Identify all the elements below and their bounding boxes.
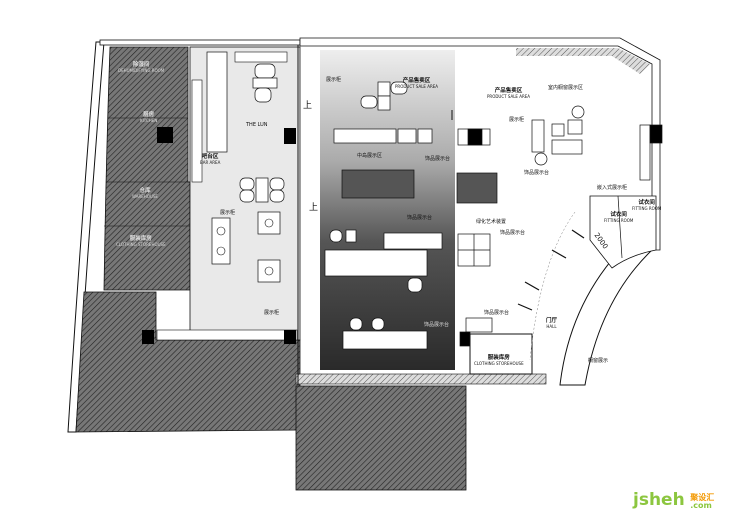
- bar-table-centers: [216, 218, 274, 276]
- annotation-accessory-table-6: 饰品展示台: [424, 322, 450, 328]
- watermark-logo: jsheh 聚设汇.com: [633, 490, 714, 510]
- exterior-wall-top-left: [99, 39, 301, 46]
- lower-left-block: [75, 291, 301, 433]
- annotation-accessory-table-3: 饰品展示台: [407, 215, 433, 221]
- exterior-wall-left: [67, 41, 105, 433]
- annotation-embedded-cabinet: 嵌入式展示柜: [597, 185, 628, 191]
- annotation-display-cabinet-top: 展示柜: [326, 77, 342, 83]
- lower-center-block: [295, 385, 467, 491]
- right-fixtures: [456, 105, 663, 347]
- room-label-the-lun: THE LUN: [246, 122, 268, 128]
- annotation-green-art: 绿化艺术装置: [476, 219, 507, 225]
- column: [157, 127, 173, 143]
- clothing-storehouse-room: [469, 333, 533, 375]
- central-fixtures: [324, 81, 443, 350]
- bar-seating: [211, 63, 285, 283]
- watermark-main: jsheh: [633, 490, 685, 510]
- annotation-accessory-table-4: 饰品展示台: [500, 230, 526, 236]
- annotation-display-cabinet-left: 展示柜: [220, 210, 236, 216]
- annotation-indoor-window: 室内橱窗展示区: [548, 85, 584, 91]
- fitting-rooms: [589, 195, 657, 269]
- service-rooms: [103, 46, 201, 291]
- right-wall-hatch: [516, 48, 650, 74]
- annotation-window-display: 橱窗展示: [588, 358, 609, 364]
- annotation-accessory-table-2: 饰品展示台: [524, 170, 550, 176]
- annotation-display-cabinet-mid: 展示柜: [509, 117, 525, 123]
- annotation-accessory-table-5: 饰品展示台: [484, 310, 510, 316]
- annotation-accessory-table-1: 饰品展示台: [425, 156, 451, 162]
- watermark-cn: 聚设汇: [690, 493, 715, 502]
- annotation-up-2: 上: [309, 203, 319, 213]
- annotation-up-1: 上: [303, 101, 313, 111]
- hall-facade: [559, 241, 653, 386]
- annotation-display-cabinet-bottom: 展示柜: [264, 310, 280, 316]
- annotation-island-display: 中岛展示区: [357, 153, 383, 159]
- bar-counter: [206, 51, 228, 153]
- entrance-arrows: [517, 229, 585, 311]
- watermark-en: .com: [690, 501, 712, 510]
